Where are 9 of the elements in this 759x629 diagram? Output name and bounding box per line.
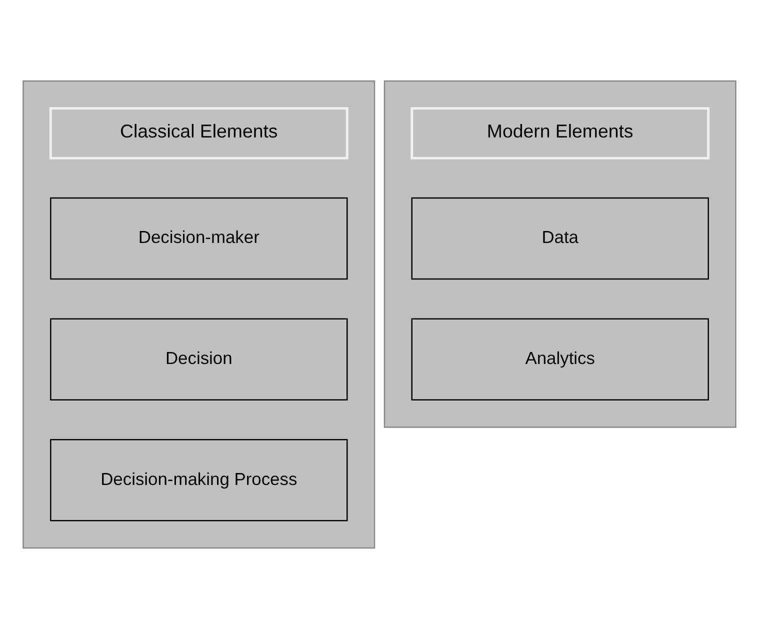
node-box: Decision <box>50 318 348 400</box>
node-box: Analytics <box>411 318 709 400</box>
cluster <box>22 80 376 549</box>
node-box: Modern Elements <box>410 107 710 160</box>
node-box: Classical Elements <box>49 107 348 160</box>
node-box: Data <box>411 197 709 280</box>
node-box: Decision-making Process <box>50 439 348 522</box>
cluster <box>384 80 736 428</box>
node-box: Decision-maker <box>50 197 348 280</box>
